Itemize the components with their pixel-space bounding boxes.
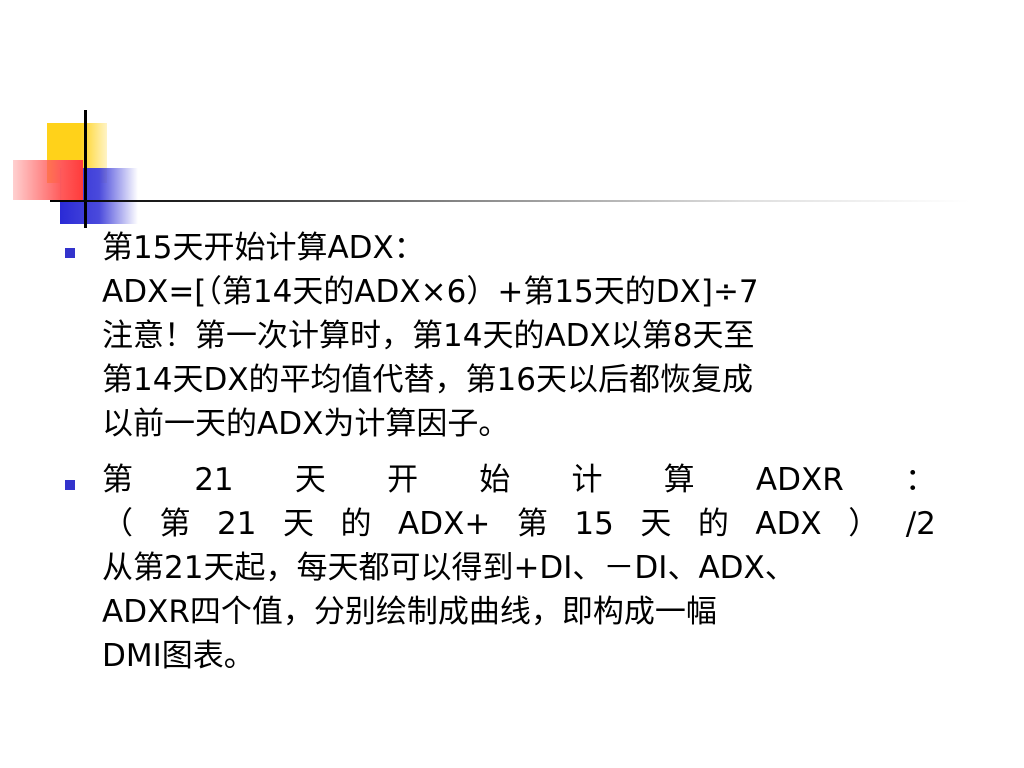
- text-token: 算: [663, 462, 695, 498]
- text-token: 开: [387, 462, 419, 498]
- text-token: ADXR: [755, 462, 844, 498]
- text-line: ADXR四个值，分别绘制成曲线，即构成一幅: [102, 594, 717, 630]
- bullet-square-icon: [65, 480, 75, 490]
- text-line: 以前一天的ADX为计算因子。: [102, 406, 510, 442]
- text-token: 第: [102, 462, 133, 498]
- text-token: 21: [217, 506, 257, 542]
- text-token: 第: [159, 506, 191, 542]
- text-token: /2: [905, 506, 936, 542]
- text-line: 第14天DX的平均值代替，第16天以后都恢复成: [102, 362, 753, 398]
- text-line: DMI图表。: [102, 638, 255, 674]
- text-token: ：: [904, 462, 936, 498]
- text-line-justified: 第 21 天 开 始 计 算 ADXR ：: [102, 458, 936, 502]
- bullet-item-1: 第15天开始计算ADX： ADX=[（第14天的ADX×6）+第15天的DX]÷…: [62, 226, 962, 446]
- bullet-square-icon: [65, 248, 75, 258]
- text-line: ADX=[（第14天的ADX×6）+第15天的DX]÷7: [102, 274, 759, 310]
- text-token: ADX+: [398, 506, 491, 542]
- text-token: ）: [848, 506, 880, 542]
- text-token: ADX: [755, 506, 822, 542]
- text-token: 的: [340, 506, 372, 542]
- text-line: 注意！第一次计算时，第14天的ADX以第8天至: [102, 318, 755, 354]
- text-line: 第15天开始计算ADX：: [102, 230, 425, 266]
- decor-red-square: [13, 160, 83, 200]
- text-token: 15: [574, 506, 614, 542]
- text-token: 21: [194, 462, 234, 498]
- text-token: 第: [516, 506, 548, 542]
- text-token: 天: [283, 506, 314, 542]
- text-token: 天: [640, 506, 672, 542]
- text-token: 的: [697, 506, 729, 542]
- decor-vertical-line: [84, 110, 87, 228]
- text-line: 从第21天起，每天都可以得到+DI、－DI、ADX、: [102, 550, 796, 586]
- decor-horizontal-rule: [50, 200, 970, 202]
- text-token: 计: [571, 462, 603, 498]
- text-token: 始: [479, 462, 511, 498]
- text-token: （: [102, 506, 133, 542]
- text-token: 天: [294, 462, 326, 498]
- slide-body: 第15天开始计算ADX： ADX=[（第14天的ADX×6）+第15天的DX]÷…: [62, 226, 962, 690]
